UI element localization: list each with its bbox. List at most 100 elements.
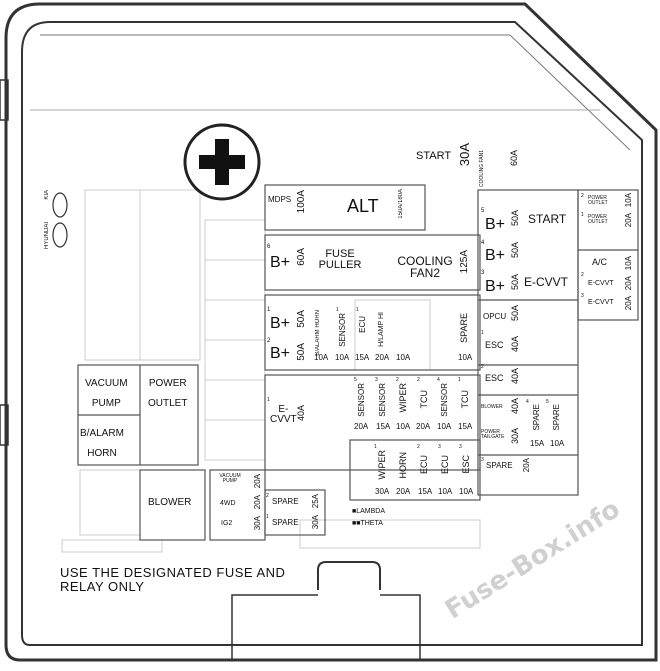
ecu-2-num: 2 — [417, 444, 420, 450]
vacuum-pump-fuse-label: VACUUM PUMP — [219, 473, 241, 484]
sensor-3-num: 3 — [375, 377, 378, 383]
wiper-2-label: WIPER — [398, 383, 408, 413]
hlamp-hi-fuse-label: H/LAMP HI — [378, 312, 385, 347]
ecu-1-num: 1 — [356, 307, 359, 313]
spare-1-num: 1 — [266, 514, 269, 520]
spare-fuse-amp: 10A — [458, 353, 473, 362]
spare-5-label: SPARE — [552, 404, 561, 431]
mdps-fuse-amp: 100A — [296, 190, 307, 214]
spare-4-num: 4 — [526, 399, 529, 405]
ecu-1-label: ECU — [358, 316, 367, 333]
hlamp-hi-fuse-amp: 20A — [375, 353, 390, 362]
b-plus-2-amp: 50A — [296, 343, 307, 361]
horn-fuse-label: HORN — [398, 452, 408, 479]
balarm-horn-fuse-label: B/ALARM HORN — [315, 310, 321, 356]
esc-3-amp: 10A — [459, 487, 474, 496]
tcu-2-num: 2 — [417, 377, 420, 383]
b-plus-3-num: 3 — [481, 270, 485, 276]
theta-legend: ■■THETA — [352, 520, 383, 527]
sensor-4-amp: 10A — [437, 422, 452, 431]
b-plus-5-amp: 50A — [510, 210, 520, 227]
ecvvt-relay-label: E-CVVT — [524, 275, 569, 289]
wiper-2-amp: 10A — [396, 422, 411, 431]
ecu-1-amp: 15A — [355, 353, 370, 362]
power-outlet-1-num: 1 — [581, 212, 584, 218]
horn-fuse-amp: 20A — [396, 487, 411, 496]
esc-3-num: 3 — [459, 444, 462, 450]
spare-1-label: SPARE — [272, 518, 299, 527]
ig2-fuse-label: IG2 — [221, 520, 233, 527]
tcu-1-label: TCU — [460, 390, 470, 409]
alt-fuse-amp: 150A/180A — [398, 189, 404, 219]
sensor-1-label: SENSOR — [338, 313, 347, 347]
power-tailgate-amp: 30A — [510, 428, 520, 445]
sensor-4-label: SENSOR — [440, 383, 449, 417]
ecvvt-3-amp: 20A — [624, 296, 633, 311]
start-fuse-label: START — [416, 150, 452, 162]
cooling-fan1-amp: 60A — [509, 150, 519, 167]
sensor-5-label: SENSOR — [357, 383, 366, 417]
spare-4-amp: 15A — [530, 439, 545, 448]
b-plus-2-label: B+ — [270, 345, 291, 362]
sensor-5-amp: 20A — [354, 422, 369, 431]
wiper-2-num: 2 — [396, 377, 399, 383]
esc-2-label: ESC — [485, 373, 504, 383]
tcu-1-num: 1 — [458, 377, 461, 383]
hyundai-logo — [52, 192, 68, 248]
esc-2-amp: 40A — [510, 368, 520, 385]
ecvvt-1-label: E-CVVT — [270, 404, 297, 425]
opcu-fuse-label: OPCU — [483, 312, 507, 321]
cooling-fan2-amp: 125A — [459, 250, 470, 274]
spare-5-amp: 10A — [550, 439, 565, 448]
balarm-horn-fuse-amp: 10A — [314, 353, 329, 362]
b-plus-4-label: B+ — [485, 247, 506, 264]
ecu-3-num: 3 — [438, 444, 441, 450]
sensor-1-amp: 10A — [335, 353, 350, 362]
ecvvt-3-num: 3 — [581, 293, 584, 299]
ac-fuse-amp: 10A — [624, 256, 633, 271]
power-tailgate-label: POWER TAILGATE — [481, 429, 505, 440]
spare-3-amp: 20A — [522, 458, 531, 473]
blower-relay-label: BLOWER — [148, 497, 192, 508]
cooling-fan1-label: COOLING FAN1 — [479, 150, 485, 187]
b-plus-1-amp: 50A — [296, 310, 307, 328]
esc-2-num: 2 — [481, 364, 484, 370]
spare-fuse-label: SPARE — [459, 313, 469, 343]
b-plus-1-num: 1 — [267, 307, 271, 313]
sensor-4-num: 4 — [437, 377, 440, 383]
ecu-2-amp: 15A — [418, 487, 433, 496]
4wd-fuse-amp: 20A — [253, 495, 262, 510]
ecu-3-label: ECU — [440, 455, 450, 475]
b-plus-6-num: 6 — [267, 244, 271, 250]
b-plus-1-label: B+ — [270, 315, 291, 332]
sensor-3-label: SENSOR — [378, 383, 387, 417]
spare-4-label: SPARE — [532, 404, 541, 431]
spare-1-amp: 30A — [311, 515, 320, 530]
b-plus-5-num: 5 — [481, 208, 485, 214]
b-plus-5-label: B+ — [485, 216, 506, 233]
lambda-legend: ■LAMBDA — [352, 508, 386, 515]
esc-1-label: ESC — [485, 340, 504, 350]
esc-3-label: ESC — [461, 455, 471, 474]
tcu-1-amp: 15A — [458, 422, 473, 431]
opcu-fuse-amp: 50A — [510, 305, 520, 322]
ecu-3-amp: 10A — [438, 487, 453, 496]
ecvvt-3-label: E-CVVT — [588, 299, 614, 306]
ecu-2-label: ECU — [419, 455, 429, 475]
wiper-1-label: WIPER — [377, 450, 387, 480]
blower-fuse-label: BLOWER — [481, 404, 503, 410]
wiper-1-num: 1 — [374, 444, 377, 450]
tcu-2-label: TCU — [419, 390, 429, 409]
start-fuse-amp: 30A — [457, 143, 472, 167]
brand-hyundai: HYUNDAI — [44, 222, 50, 250]
b-plus-4-num: 4 — [481, 240, 485, 246]
mdps-fuse-label: MDPS — [268, 195, 292, 204]
ecvvt-2-amp: 20A — [624, 276, 633, 291]
